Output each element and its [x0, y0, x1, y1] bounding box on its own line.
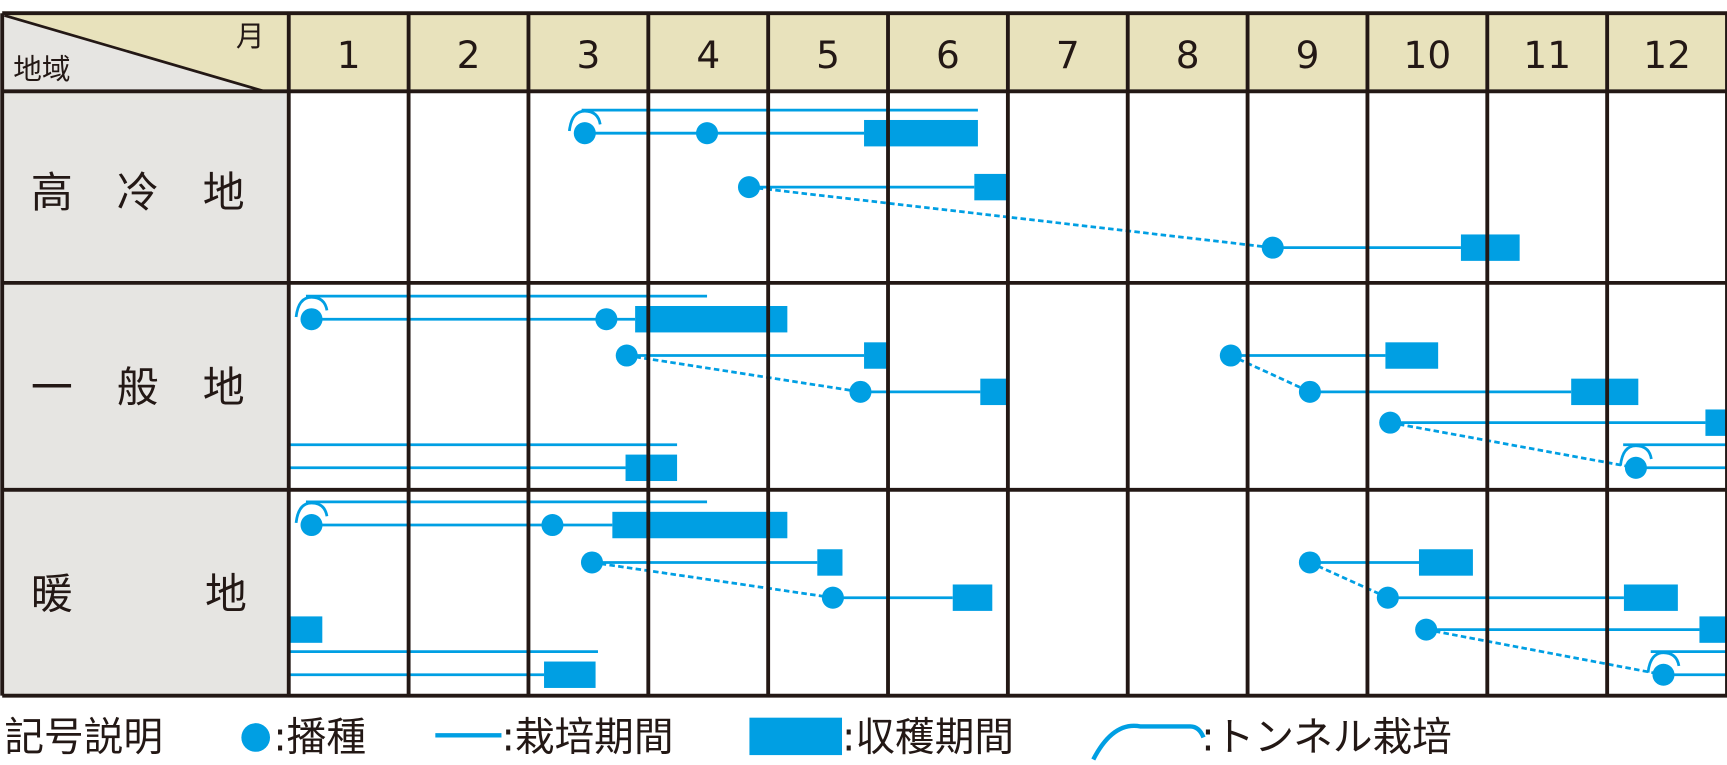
- month-label-11: 11: [1523, 33, 1571, 77]
- month-label-3: 3: [576, 33, 600, 77]
- harvest-period-bar: [864, 119, 978, 147]
- sowing-dot: [1298, 551, 1321, 574]
- harvest-period-bar: [288, 616, 323, 643]
- tunnel-arc-icon: [567, 109, 602, 132]
- month-label-12: 12: [1643, 33, 1691, 77]
- sowing-dot: [737, 176, 761, 199]
- transition-dashed-line: [626, 354, 861, 394]
- month-label-9: 9: [1296, 33, 1320, 77]
- sowing-dot: [1376, 586, 1399, 609]
- sowing-dot: [300, 308, 323, 331]
- month-label-6: 6: [936, 33, 960, 77]
- month-label-4: 4: [696, 33, 720, 77]
- sowing-dot: [1624, 456, 1647, 479]
- harvest-period-bar: [635, 306, 788, 333]
- tunnel-arc-icon: [1646, 651, 1681, 673]
- sowing-dot: [1298, 380, 1321, 403]
- harvest-period-bar: [1385, 342, 1439, 369]
- sowing-dot: [1261, 236, 1284, 259]
- grid-lines: [0, 11, 1727, 698]
- legend-harvest-bar-icon: [749, 717, 843, 756]
- harvest-period-bar: [625, 454, 678, 482]
- harvest-period-bar: [1699, 616, 1727, 643]
- harvest-period-bar: [1705, 409, 1727, 436]
- header-diagonal: [4, 14, 265, 93]
- chart-marks: [288, 108, 1727, 688]
- sowing-dot: [1219, 344, 1242, 367]
- sowing-dot: [615, 344, 638, 367]
- month-label-8: 8: [1176, 33, 1200, 77]
- region-label-highland: 高冷地: [31, 168, 289, 217]
- header-month-label: 月: [236, 19, 265, 53]
- transition-dashed-line: [1425, 628, 1664, 677]
- region-label-warm: 暖地: [31, 570, 379, 619]
- legend-cultivation-label: :栽培期間: [501, 715, 673, 761]
- sowing-dot: [300, 514, 323, 537]
- header-region-label: 地域: [13, 52, 70, 86]
- sowing-dot: [595, 308, 618, 331]
- region-column-bg: [2, 91, 289, 696]
- tunnel-arc-icon: [294, 501, 329, 524]
- harvest-period-bar: [612, 511, 788, 539]
- month-label-1: 1: [337, 33, 361, 77]
- harvest-period-bar: [1418, 549, 1473, 576]
- legend: 記号説明 :播種 :栽培期間 :収穫期間 :トンネル栽培: [4, 715, 1451, 761]
- legend-harvest-label: :収穫期間: [842, 715, 1014, 761]
- harvest-period-bar: [817, 549, 843, 576]
- month-label-10: 10: [1404, 33, 1452, 77]
- harvest-period-bar: [544, 661, 596, 688]
- harvest-period-bar: [1460, 234, 1520, 261]
- transition-dashed-line: [1230, 354, 1311, 394]
- sowing-dot: [1652, 663, 1675, 686]
- harvest-period-bar: [864, 342, 889, 369]
- month-label-5: 5: [816, 33, 840, 77]
- sowing-dot: [821, 586, 844, 609]
- sowing-dot: [541, 514, 564, 537]
- sowing-dot: [1415, 618, 1438, 641]
- sowing-dot: [1379, 411, 1402, 434]
- sowing-dot: [573, 122, 596, 145]
- harvest-period-bar: [952, 584, 993, 611]
- harvest-period-bar: [1623, 584, 1678, 611]
- header-corner-month-bg: [2, 13, 289, 92]
- month-label-7: 7: [1056, 33, 1080, 77]
- harvest-period-bar: [1571, 378, 1639, 406]
- legend-title: 記号説明: [4, 715, 163, 761]
- tunnel-arc-icon: [1619, 444, 1653, 466]
- legend-sowing-label: :播種: [273, 715, 366, 761]
- transition-dashed-line: [1389, 421, 1637, 470]
- region-label-general: 一般地: [31, 363, 289, 412]
- legend-sowing-dot-icon: [241, 723, 271, 752]
- harvest-period-bar: [980, 378, 1008, 406]
- transition-dashed-line: [591, 561, 834, 600]
- sowing-dot: [580, 551, 604, 574]
- sowing-dot: [696, 122, 719, 145]
- legend-tunnel-arc-icon: [1091, 723, 1206, 761]
- month-label-2: 2: [457, 33, 481, 77]
- harvest-period-bar: [974, 173, 1008, 201]
- sowing-dot: [849, 380, 872, 403]
- tunnel-arc-icon: [294, 295, 329, 318]
- legend-tunnel-label: :トンネル栽培: [1201, 715, 1452, 761]
- transition-dashed-line: [1309, 561, 1389, 599]
